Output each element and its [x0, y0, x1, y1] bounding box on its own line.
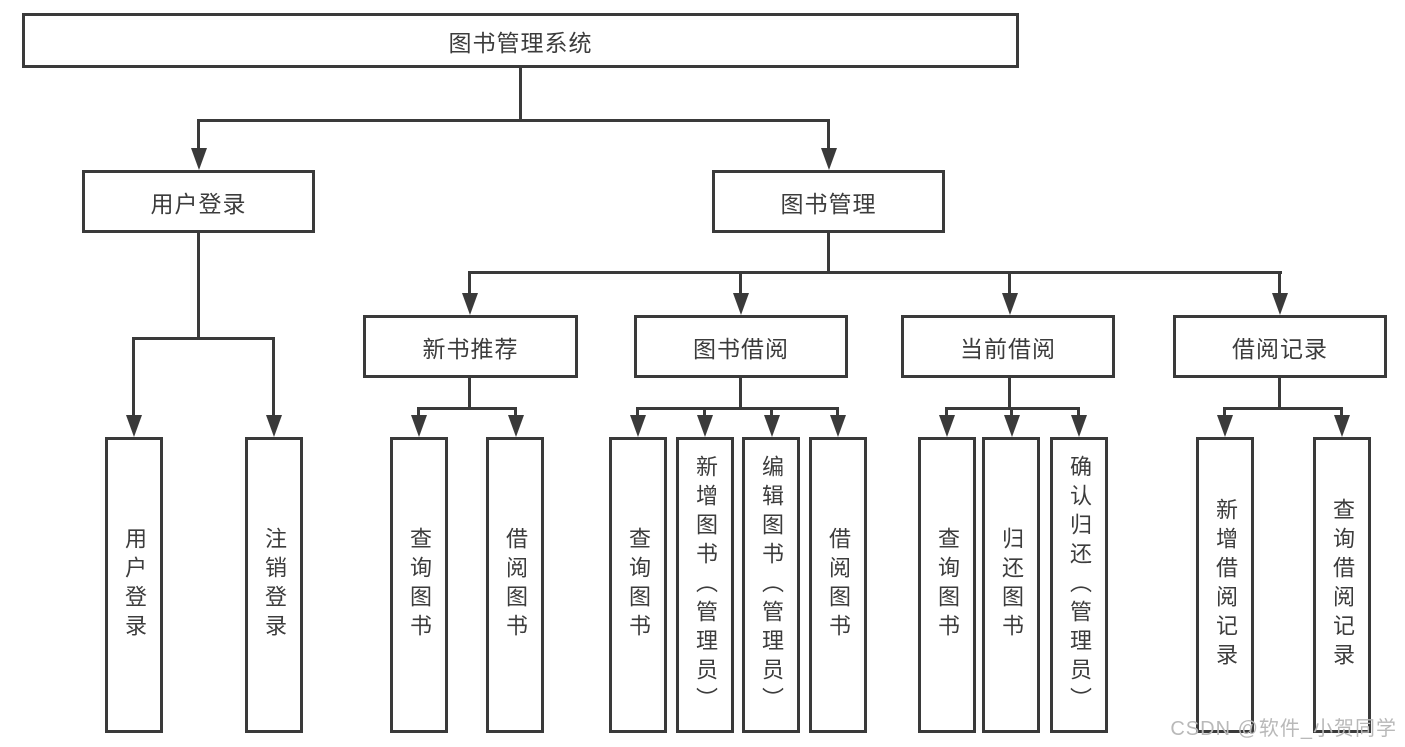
node-borrow-records: 借阅记录: [1173, 315, 1387, 378]
arrow-down-icon: [938, 415, 955, 437]
arrow-down-icon: [732, 293, 749, 315]
leaf-label: 确认归还（管理员）: [1067, 454, 1092, 716]
leaf-label: 用户登录: [122, 527, 147, 643]
leaf-return-books: 归还图书: [982, 437, 1040, 733]
node-current-borrow: 当前借阅: [901, 315, 1115, 378]
connector-drop-leaf: [770, 407, 773, 415]
node-user-login: 用户登录: [82, 170, 315, 233]
leaf-label: 查询借阅记录: [1330, 498, 1355, 672]
leaf-query-books-borrow: 查询图书: [609, 437, 667, 733]
connector-new-book-bus: [417, 407, 517, 410]
connector-borrow-records-bus: [1223, 407, 1342, 410]
connector-drop-leaf: [636, 407, 639, 415]
connector-drop-leaf: [132, 337, 135, 415]
node-label: 当前借阅: [960, 335, 1056, 362]
arrow-down-icon: [763, 415, 780, 437]
connector-root-stub: [519, 68, 522, 119]
arrow-down-icon: [410, 415, 427, 437]
leaf-label: 归还图书: [999, 527, 1024, 643]
leaf-query-borrow-record: 查询借阅记录: [1313, 437, 1371, 733]
connector-current-borrow-stub: [1008, 378, 1011, 407]
connector-drop-leaf: [514, 407, 517, 415]
connector-drop-book-management: [827, 119, 830, 150]
connector-user-login-stub: [197, 233, 200, 337]
leaf-confirm-return-admin: 确认归还（管理员）: [1050, 437, 1108, 733]
leaf-borrow-books: 借阅图书: [809, 437, 867, 733]
leaf-query-books-recommend: 查询图书: [390, 437, 448, 733]
connector-drop-user-login: [197, 119, 200, 150]
node-label: 用户登录: [150, 190, 247, 217]
leaf-label: 新增借阅记录: [1213, 498, 1238, 672]
leaf-logout: 注销登录: [245, 437, 303, 733]
leaf-edit-books-admin: 编辑图书（管理员）: [742, 437, 800, 733]
arrow-down-icon: [190, 148, 207, 170]
arrow-down-icon: [125, 415, 142, 437]
csdn-watermark: CSDN @软件_小贺同学: [1170, 718, 1397, 740]
node-label: 新书推荐: [422, 335, 519, 362]
connector-book-borrow-stub: [739, 378, 742, 407]
connector-drop-borrow-records: [1278, 271, 1281, 293]
connector-drop-new-book: [468, 271, 471, 293]
connector-drop-leaf: [1077, 407, 1080, 415]
arrow-down-icon: [829, 415, 846, 437]
connector-drop-leaf: [836, 407, 839, 415]
leaf-label: 编辑图书（管理员）: [759, 454, 784, 716]
arrow-down-icon: [507, 415, 524, 437]
arrow-down-icon: [1216, 415, 1233, 437]
node-library-management-system: 图书管理系统: [22, 13, 1019, 68]
leaf-add-borrow-record: 新增借阅记录: [1196, 437, 1254, 733]
arrow-down-icon: [461, 293, 478, 315]
leaf-label: 查询图书: [935, 527, 960, 643]
connector-drop-leaf: [1340, 407, 1343, 415]
connector-drop-leaf: [1010, 407, 1013, 415]
leaf-query-books-current: 查询图书: [918, 437, 976, 733]
connector-drop-leaf: [1223, 407, 1226, 415]
leaf-label: 查询图书: [626, 527, 651, 643]
connector-borrow-records-stub: [1278, 378, 1281, 407]
node-book-management: 图书管理: [712, 170, 945, 233]
connector-book-borrow-bus: [636, 407, 839, 410]
connector-book-management-bus: [468, 271, 1282, 274]
arrow-down-icon: [1271, 293, 1288, 315]
node-label: 图书管理系统: [448, 29, 593, 56]
leaf-label: 新增图书（管理员）: [693, 454, 718, 716]
connector-drop-current-borrow: [1008, 271, 1011, 293]
connector-root-bus: [197, 119, 830, 122]
connector-drop-leaf: [945, 407, 948, 415]
connector-drop-book-borrow: [739, 271, 742, 293]
arrow-down-icon: [1333, 415, 1350, 437]
leaf-label: 查询图书: [407, 527, 432, 643]
arrow-down-icon: [265, 415, 282, 437]
connector-user-login-bus: [132, 337, 275, 340]
leaf-label: 注销登录: [262, 527, 287, 643]
connector-drop-leaf: [417, 407, 420, 415]
node-label: 图书管理: [780, 190, 877, 217]
arrow-down-icon: [696, 415, 713, 437]
arrow-down-icon: [820, 148, 837, 170]
connector-drop-leaf: [703, 407, 706, 415]
leaf-user-login: 用户登录: [105, 437, 163, 733]
node-label: 借阅记录: [1232, 335, 1328, 362]
arrow-down-icon: [629, 415, 646, 437]
connector-drop-leaf: [272, 337, 275, 415]
arrow-down-icon: [1070, 415, 1087, 437]
arrow-down-icon: [1001, 293, 1018, 315]
connector-new-book-stub: [468, 378, 471, 407]
leaf-label: 借阅图书: [826, 527, 851, 643]
connector-book-management-stub: [827, 233, 830, 271]
leaf-add-books-admin: 新增图书（管理员）: [676, 437, 734, 733]
node-new-book-recommend: 新书推荐: [363, 315, 578, 378]
leaf-borrow-books-recommend: 借阅图书: [486, 437, 544, 733]
arrow-down-icon: [1003, 415, 1020, 437]
node-book-borrow: 图书借阅: [634, 315, 848, 378]
leaf-label: 借阅图书: [503, 527, 528, 643]
node-label: 图书借阅: [693, 335, 789, 362]
